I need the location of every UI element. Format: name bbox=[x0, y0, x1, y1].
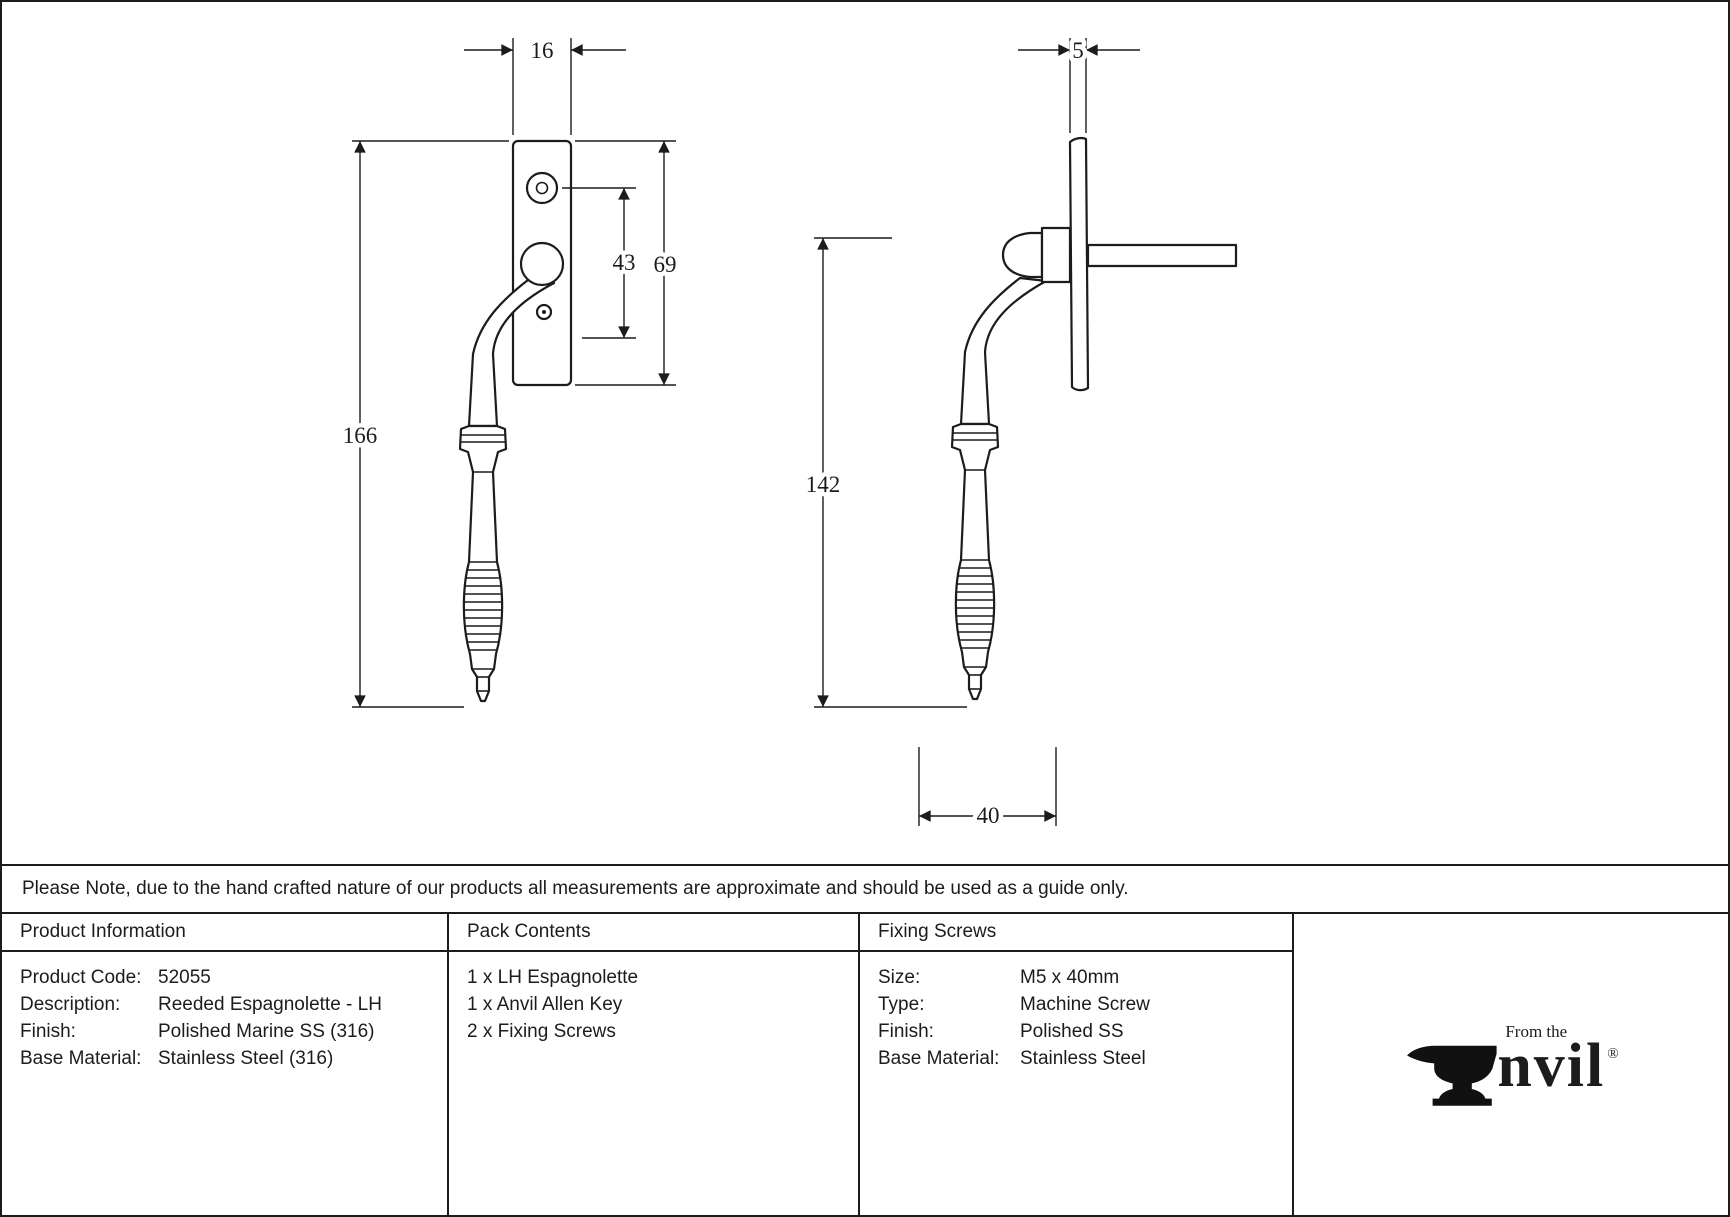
product-information-body: Product Code: 52055 Description: Reeded … bbox=[2, 952, 447, 1084]
description-label: Description: bbox=[20, 994, 121, 1015]
screw-type-label: Type: bbox=[878, 994, 925, 1015]
dim-label-69: 69 bbox=[654, 252, 677, 277]
pack-contents-body: 1 x LH Espagnolette 1 x Anvil Allen Key … bbox=[449, 952, 858, 1057]
registered-mark-icon: ® bbox=[1607, 1045, 1619, 1062]
anvil-logo: From the nvil® bbox=[1403, 1021, 1619, 1108]
measurement-note: Please Note, due to the hand crafted nat… bbox=[2, 864, 1728, 912]
finish-label: Finish: bbox=[20, 1021, 76, 1042]
dim-label-5: 5 bbox=[1072, 38, 1084, 63]
pack-contents-header: Pack Contents bbox=[449, 914, 858, 952]
product-code-value: 52055 bbox=[158, 967, 211, 988]
dimension-69: 69 bbox=[575, 140, 681, 386]
front-view-drawing bbox=[458, 139, 573, 703]
screw-size-label: Size: bbox=[878, 967, 921, 988]
screw-base-material-value: Stainless Steel bbox=[1020, 1048, 1146, 1069]
dimension-16: 16 bbox=[464, 34, 626, 135]
screw-size-value: M5 x 40mm bbox=[1020, 967, 1120, 988]
dimension-40: 40 bbox=[918, 747, 1057, 833]
screw-finish-value: Polished SS bbox=[1020, 1021, 1124, 1042]
screw-base-material-label: Base Material: bbox=[878, 1048, 1000, 1069]
table-row: Type: Machine Screw bbox=[878, 991, 1274, 1018]
fixing-screws-title: Fixing Screws bbox=[878, 921, 997, 942]
description-value: Reeded Espagnolette - LH bbox=[158, 994, 382, 1015]
table-row: Description: Reeded Espagnolette - LH bbox=[20, 991, 429, 1018]
fixing-screws-header: Fixing Screws bbox=[860, 914, 1292, 952]
anvil-icon bbox=[1407, 1045, 1497, 1106]
fixing-screws-column: Fixing Screws Size: M5 x 40mm Type: Mach… bbox=[860, 914, 1294, 1215]
table-row: Product Code: 52055 bbox=[20, 964, 429, 991]
dim-label-166: 166 bbox=[343, 423, 378, 448]
dim-label-16: 16 bbox=[531, 38, 554, 63]
product-information-column: Product Information Product Code: 52055 … bbox=[2, 914, 449, 1215]
screw-type-value: Machine Screw bbox=[1020, 994, 1150, 1015]
dim-label-43: 43 bbox=[613, 250, 636, 275]
table-row: Base Material: Stainless Steel (316) bbox=[20, 1045, 429, 1072]
pack-contents-column: Pack Contents 1 x LH Espagnolette 1 x An… bbox=[449, 914, 860, 1215]
logo-brand-text: nvil bbox=[1497, 1031, 1606, 1100]
product-info-table: Product Information Product Code: 52055 … bbox=[2, 912, 1728, 1215]
product-information-title: Product Information bbox=[20, 921, 186, 942]
dimension-142: 142 bbox=[801, 237, 967, 708]
table-row: Base Material: Stainless Steel bbox=[878, 1045, 1274, 1072]
dimension-166: 166 bbox=[338, 140, 509, 708]
base-material-label: Base Material: bbox=[20, 1048, 142, 1069]
pack-contents-title: Pack Contents bbox=[467, 921, 591, 942]
dimension-5: 5 bbox=[1018, 34, 1140, 133]
list-item: 1 x LH Espagnolette bbox=[467, 967, 639, 988]
dim-label-40: 40 bbox=[977, 803, 1000, 828]
screw-finish-label: Finish: bbox=[878, 1021, 934, 1042]
brand-logo-cell: From the nvil® bbox=[1294, 914, 1728, 1215]
product-information-header: Product Information bbox=[2, 914, 447, 952]
logo-brand-row: nvil® bbox=[1497, 1035, 1619, 1097]
base-material-value: Stainless Steel (316) bbox=[158, 1048, 334, 1069]
dim-label-142: 142 bbox=[806, 472, 841, 497]
table-row: Size: M5 x 40mm bbox=[878, 964, 1274, 991]
dimension-43: 43 bbox=[562, 187, 640, 339]
fixing-screws-body: Size: M5 x 40mm Type: Machine Screw Fini… bbox=[860, 952, 1292, 1084]
measurement-note-text: Please Note, due to the hand crafted nat… bbox=[22, 878, 1129, 899]
technical-drawing-area: 16 69 43 166 bbox=[2, 2, 1728, 864]
product-code-label: Product Code: bbox=[20, 967, 142, 988]
technical-drawing: 16 69 43 166 bbox=[338, 34, 1238, 833]
logo-tagline: From the bbox=[1505, 1021, 1568, 1041]
list-item: 2 x Fixing Screws bbox=[467, 1021, 616, 1042]
table-row: Finish: Polished Marine SS (316) bbox=[20, 1018, 429, 1045]
side-view-drawing bbox=[950, 136, 1238, 701]
list-item: 1 x Anvil Allen Key bbox=[467, 994, 623, 1015]
finish-value: Polished Marine SS (316) bbox=[158, 1021, 375, 1042]
table-row: Finish: Polished SS bbox=[878, 1018, 1274, 1045]
logo-text-block: From the nvil® bbox=[1497, 1021, 1619, 1097]
